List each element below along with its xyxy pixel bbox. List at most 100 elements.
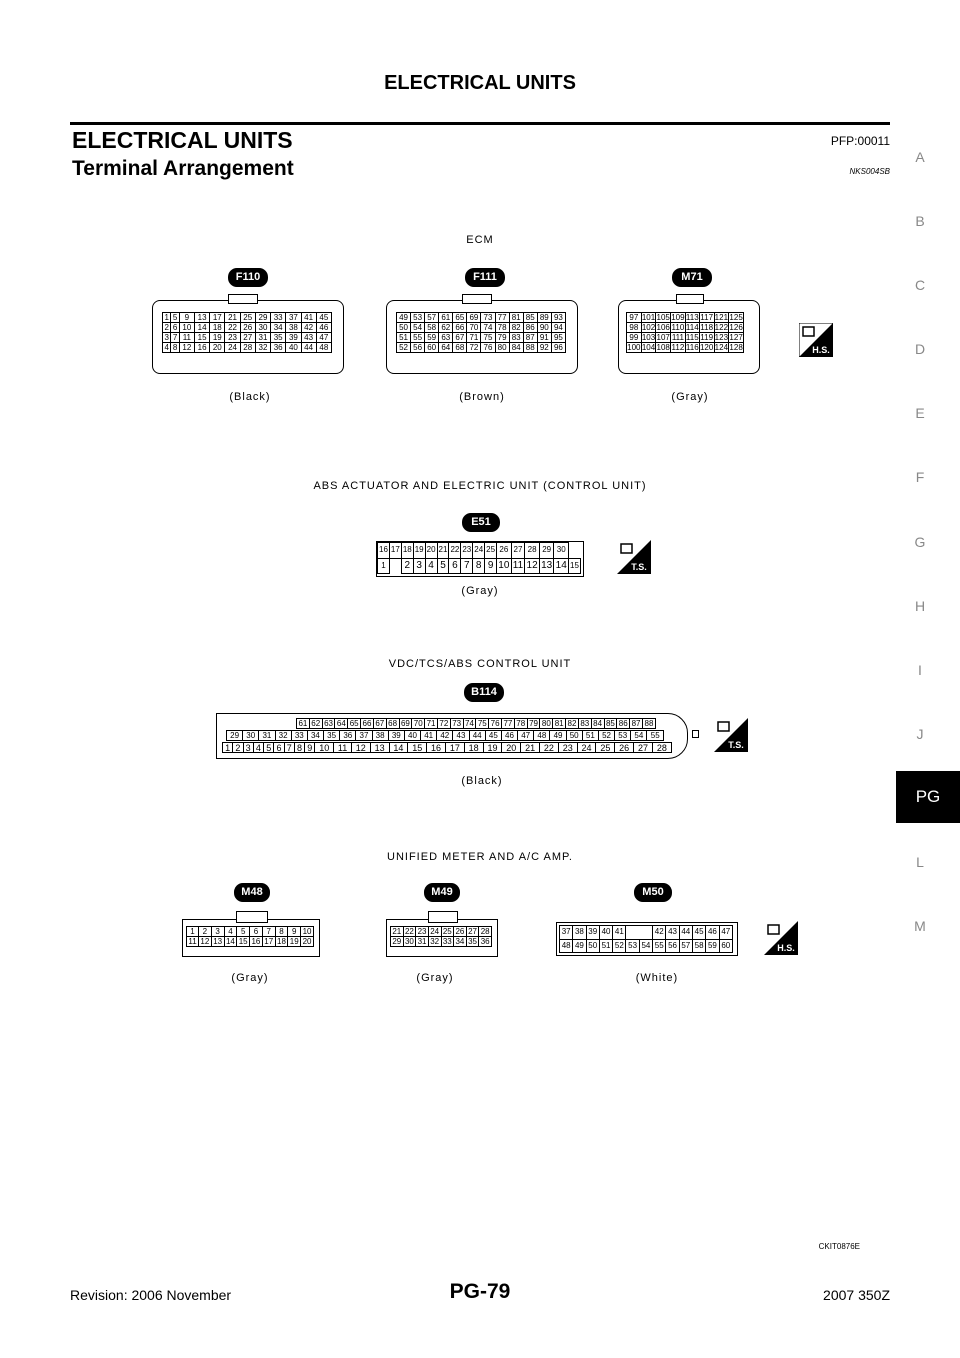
terminal-number: 122 [713,322,730,333]
terminal-number: 55 [646,730,664,741]
terminal-number: 29 [254,312,272,323]
sidebar-tab-m[interactable]: M [914,918,926,934]
terminal-number: 45 [315,312,333,323]
sidebar-tab-g[interactable]: G [914,534,926,550]
terminal-number: 15 [568,557,581,574]
terminal-number: 120 [698,342,715,353]
terminal-number: 28 [651,742,673,753]
terminal-number: 33 [440,936,455,947]
terminal-number: 49 [549,730,567,741]
connector-tag-e51: E51 [462,513,500,532]
connector-m48-color: (Gray) [231,972,269,984]
terminal-number: 7 [460,557,474,574]
terminal-number: 31 [258,730,276,741]
terminal-number: 116 [684,342,700,353]
terminal-number: 26 [496,542,512,559]
sidebar-tab-h[interactable]: H [914,598,926,614]
terminal-number: 32 [274,730,292,741]
terminal-number: 14 [388,742,409,753]
terminal-number: 24 [576,742,597,753]
terminal-number: 30 [553,542,569,559]
sidebar-tab-c[interactable]: C [914,277,926,293]
terminal-number: 53 [410,312,426,323]
terminal-number: 41 [300,312,317,323]
terminal-number: 73 [449,718,464,729]
terminal-number: 6 [273,742,285,753]
terminal-number: 47 [517,730,535,741]
terminal-number: 62 [308,718,323,729]
sidebar-tab-pg[interactable]: PG [896,771,960,823]
terminal-number: 23 [557,742,578,753]
terminal-number: 29 [225,730,244,741]
terminal-number: 49 [395,312,412,323]
terminal-number: 61 [438,312,454,323]
terminal-number: 50 [395,322,412,333]
terminal-number: 84 [508,342,524,353]
terminal-number: 103 [640,332,657,343]
vdc-caption: VDC/TCS/ABS CONTROL UNIT [388,658,572,670]
terminal-number: 89 [536,312,552,323]
terminal-number: 9 [287,926,302,937]
sidebar-tab-e[interactable]: E [915,405,925,421]
terminal-number: 109 [670,312,686,323]
terminal-number: 53 [614,730,632,741]
sidebar-tab-l[interactable]: L [916,854,924,870]
terminal-number: 52 [612,938,627,953]
terminal-number: 36 [270,342,287,353]
terminal-number: 63 [321,718,336,729]
terminal-number: 85 [603,718,618,729]
sidebar-tab-b[interactable]: B [915,213,925,229]
terminal-number: 10 [178,322,195,333]
terminal-number: 20 [424,542,438,559]
terminal-number: 99 [626,332,642,343]
terminal-number: 60 [424,342,440,353]
terminal-number: 92 [536,342,552,353]
sidebar-tab-a[interactable]: A [915,149,925,165]
terminal-number: 40 [598,925,614,940]
terminal-number: 16 [377,542,390,559]
terminal-number: 28 [478,926,492,937]
sidebar-tab-d[interactable]: D [914,341,926,357]
terminal-number: 17 [209,312,226,323]
terminal-number: 30 [254,322,272,333]
connector-m71-latch [676,294,704,304]
terminal-number: 79 [494,332,510,343]
terminal-number: 50 [565,730,583,741]
terminal-number: 9 [304,742,316,753]
terminal-number: 39 [387,730,405,741]
meter-caption: UNIFIED METER AND A/C AMP. [387,851,573,863]
terminal-number: 15 [193,332,211,343]
sidebar-tab-i[interactable]: I [918,662,922,678]
terminal-number: 74 [462,718,477,729]
terminal-number: 32 [427,936,442,947]
terminal-number: 64 [438,342,454,353]
subsection-code: NKS004SB [849,167,890,176]
terminal-number: 118 [698,322,715,333]
connector-f111-color: (Brown) [459,391,505,403]
terminal-number: 12 [178,342,195,353]
terminal-number: 1 [186,926,199,937]
terminal-number: 70 [466,322,482,333]
terminal-number: 78 [494,322,510,333]
terminal-number: 33 [290,730,308,741]
terminal-number: 3 [412,557,426,574]
terminal-number: 18 [400,542,414,559]
terminal-number: 54 [410,322,426,333]
terminal-number: 45 [691,925,707,940]
terminal-number: 8 [472,557,486,574]
terminal-number: 19 [482,742,503,753]
terminal-number: 31 [415,936,429,947]
footer-revision: Revision: 2006 November [70,1287,232,1303]
terminal-number: 4 [161,342,172,353]
sidebar-tab-f[interactable]: F [915,469,925,485]
terminal-number: 41 [420,730,438,741]
terminal-number: 56 [665,938,680,953]
terminal-number: 20 [209,342,226,353]
terminal-number: 13 [193,312,211,323]
sidebar-tab-j[interactable]: J [916,726,924,742]
terminal-number: 77 [501,718,515,729]
terminal-number: 44 [300,342,317,353]
terminal-number: 46 [315,322,333,333]
